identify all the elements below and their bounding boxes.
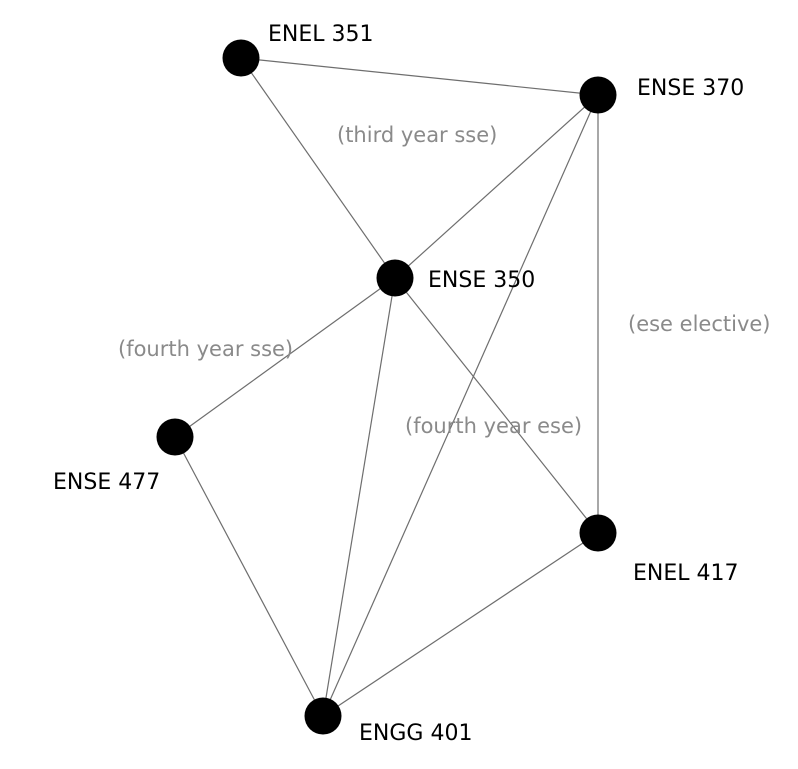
edge-ense350-engg401 bbox=[322, 277, 396, 717]
edge-ense350-enel417 bbox=[394, 277, 599, 534]
edge-label-fourth-year-ese: (fourth year ese) bbox=[405, 414, 582, 438]
edge-label-ese-elective: (ese elective) bbox=[628, 312, 770, 336]
node-label-ense477: ENSE 477 bbox=[53, 470, 160, 495]
edge-ense477-engg401 bbox=[174, 436, 324, 717]
node-enel417[interactable] bbox=[579, 514, 617, 552]
edge-enel351-ense350 bbox=[240, 57, 396, 279]
edge-ense350-ense477 bbox=[174, 277, 396, 438]
node-label-engg401: ENGG 401 bbox=[359, 721, 472, 746]
node-enel351[interactable] bbox=[222, 39, 260, 77]
node-ense477[interactable] bbox=[156, 418, 194, 456]
node-labels-layer: ENEL 351 ENSE 370 ENSE 350 ENSE 477 ENEL… bbox=[53, 22, 744, 746]
edge-labels-layer: (third year sse) (ese elective) (fourth … bbox=[118, 123, 770, 438]
edges-layer bbox=[174, 57, 599, 717]
node-label-ense370: ENSE 370 bbox=[637, 76, 744, 101]
nodes-layer bbox=[156, 39, 617, 735]
node-ense350[interactable] bbox=[376, 259, 414, 297]
node-label-ense350: ENSE 350 bbox=[428, 268, 535, 293]
edge-label-third-year-sse: (third year sse) bbox=[337, 123, 497, 147]
node-engg401[interactable] bbox=[304, 697, 342, 735]
edge-label-fourth-year-sse: (fourth year sse) bbox=[118, 337, 293, 361]
edge-ense370-engg401 bbox=[322, 94, 599, 717]
node-ense370[interactable] bbox=[579, 76, 617, 114]
node-label-enel417: ENEL 417 bbox=[633, 561, 739, 586]
edge-ense370-ense350 bbox=[394, 94, 599, 279]
edge-enel351-ense370 bbox=[240, 57, 599, 96]
node-label-enel351: ENEL 351 bbox=[268, 22, 374, 47]
edge-enel417-engg401 bbox=[322, 532, 599, 717]
